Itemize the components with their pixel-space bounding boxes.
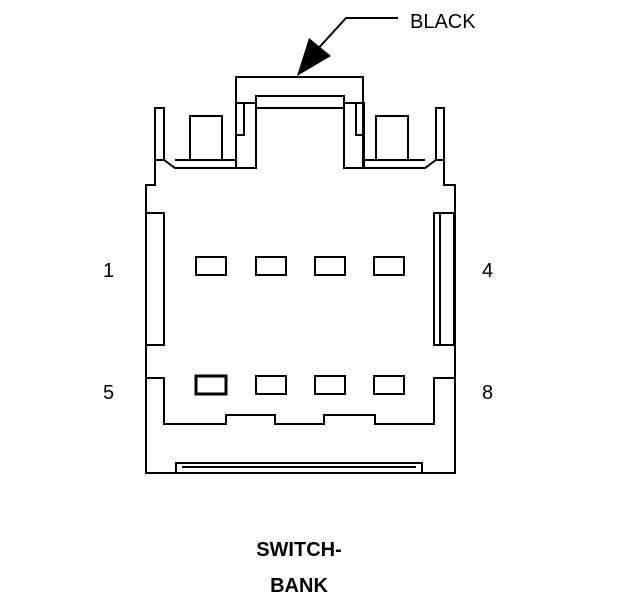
top-row-cavities [195,256,405,276]
bottom-row-cavities [194,374,405,396]
cavity-3 [314,256,346,276]
leader-arrowhead [297,38,331,76]
color-label: BLACK [410,11,476,33]
cavity-4 [373,256,405,276]
cavity-5 [194,374,228,396]
pin-label-1: 1 [103,260,114,282]
cavity-6 [255,375,287,395]
cavity-7 [314,375,346,395]
cavity-2 [255,256,287,276]
cavity-8 [373,375,405,395]
connector-title-line1: SWITCH- [256,539,342,561]
pin-label-8: 8 [482,382,493,404]
connector-title-line2: BANK [270,575,328,597]
connector-body [145,76,456,474]
cavity-1 [195,256,227,276]
pin-label-5: 5 [103,382,114,404]
color-leader [297,17,398,76]
pin-label-4: 4 [482,260,493,282]
